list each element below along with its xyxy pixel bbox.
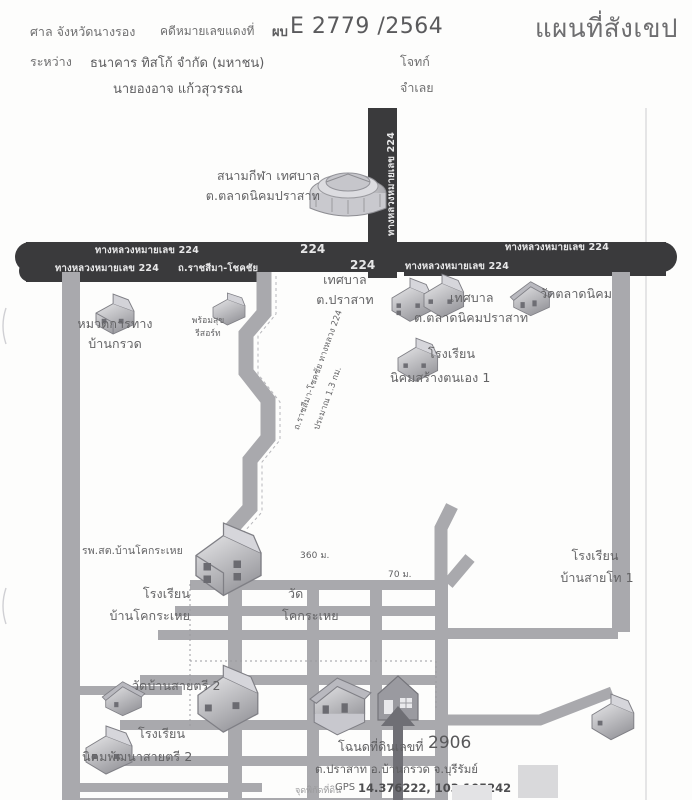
municipality-prasat-line1: เทศบาล	[323, 272, 367, 287]
building-icon-school-nikhom1	[397, 337, 439, 382]
temple-talat-nikhom-label: วัดตลาดนิคม	[540, 286, 613, 301]
gps-label: GPS	[335, 782, 356, 793]
highway-label-left-lower-alt: ถ.ราชสีมา-โชคชัย	[178, 263, 259, 274]
deed-label: โฉนดที่ดินเลขที่	[338, 739, 424, 754]
school-nikhom1-line2: นิคมสร้างตนเอง 1	[390, 370, 491, 385]
temple-khok-line1: วัด	[288, 586, 304, 601]
gps-prefix: จุดพิกัดที่ดิน	[295, 786, 342, 796]
building-icon-road-dept	[95, 293, 135, 335]
hospital-label: รพ.สต.บ้านโคกระเหย	[82, 545, 183, 557]
building-icon-municipality-a	[391, 277, 433, 322]
building-icon-hospital	[195, 522, 262, 597]
case-number-label: คดีหมายเลขแดงที่	[160, 24, 255, 38]
deed-number: 2906	[428, 733, 472, 753]
school-nikhom-sai-tri2-line2: นิคมพัฒนาสายตรี 2	[82, 749, 193, 764]
scan-artifact-b	[452, 785, 492, 800]
building-icon-resort	[212, 292, 246, 326]
highway-marker-a: 224	[300, 242, 326, 256]
highway-label-left-upper: ทางหลวงหมายเลข 224	[95, 245, 200, 256]
subject-property-house-icon	[377, 675, 419, 721]
stadium-label-line1: สนามกีฬา เทศบาล	[217, 168, 320, 183]
court-name: ศาล จังหวัดนางรอง	[30, 24, 136, 39]
temple-icon-talat-nikhom	[509, 281, 554, 317]
highway-label-left-lower: ทางหลวงหมายเลข 224	[55, 263, 160, 274]
defendant-name: นายองอาจ แก้วสุวรรณ	[113, 82, 243, 97]
municipality-talat-line1: เทศบาล	[450, 290, 494, 305]
map-vector-layer	[2, 108, 677, 800]
resort-label-line2: รีสอร์ท	[195, 329, 221, 339]
stadium-label-line2: ต.ตลาดนิคมปราสาท	[205, 188, 320, 203]
school-sai-tho-line1: โรงเรียน	[571, 548, 619, 563]
temple-icon-sai-tri2	[101, 681, 146, 717]
scan-artifact-a	[518, 765, 558, 798]
building-icon-school-nikhom-sai-tri2	[85, 725, 133, 775]
map-canvas: 224 224 ทางหลวงหมายเลข 224 ทางหลวงหมายเล…	[0, 108, 692, 800]
school-khok-line2: บ้านโคกระเหย	[109, 608, 190, 623]
temple-icon-khok	[309, 677, 372, 736]
municipality-prasat-line2: ต.ปราสาท	[316, 292, 374, 307]
case-number-prefix: ผบ	[272, 25, 288, 40]
municipality-talat-line2: ต.ตลาดนิคมปราสาท	[414, 310, 529, 325]
between-label: ระหว่าง	[30, 54, 72, 69]
building-icon-school-sai-tho	[591, 693, 635, 741]
building-icon-municipality-b	[423, 273, 465, 318]
highway-label-vertical: ทางหลวงหมายเลข 224	[386, 131, 397, 236]
school-khok-line1: โรงเรียน	[142, 586, 190, 601]
building-icon-school-khok	[197, 664, 259, 733]
measure-70-label: 70 ม.	[388, 570, 412, 580]
highway-label-right-lower: ทางหลวงหมายเลข 224	[405, 261, 510, 272]
water-tower-icon	[309, 172, 387, 217]
plaintiff-name: ธนาคาร ทิสโก้ จำกัด (มหาชน)	[90, 56, 265, 71]
school-nikhom-sai-tri2-line1: โรงเรียน	[138, 726, 186, 741]
school-nikhom1-line1: โรงเรียน	[428, 346, 476, 361]
case-number-value: E 2779 /2564	[290, 14, 444, 39]
school-sai-tho-line2: บ้านสายโท 1	[560, 570, 634, 585]
defendant-role: จำเลย	[400, 80, 434, 95]
temple-khok-line2: โคกระเหย	[282, 608, 339, 623]
subject-property-arrow-icon	[381, 706, 415, 800]
plaintiff-role: โจทก์	[400, 54, 430, 69]
resort-label-line1: พร้อมสุข	[191, 316, 225, 326]
temple-sai-tri2-label: วัดบ้านสายตรี 2	[132, 678, 221, 693]
highway-label-right-upper: ทางหลวงหมายเลข 224	[505, 242, 610, 253]
page-title: แผนที่สังเขป	[534, 14, 678, 44]
location-text: ต.ปราสาท อ.บ้านกรวด จ.บุรีรัมย์	[315, 762, 479, 776]
highway-marker-b: 224	[350, 258, 376, 272]
road-dept-label-line1: หมวดการทาง	[77, 316, 153, 331]
measure-360-label: 360 ม.	[300, 551, 330, 561]
road-dept-label-line2: บ้านกรวด	[88, 336, 142, 351]
